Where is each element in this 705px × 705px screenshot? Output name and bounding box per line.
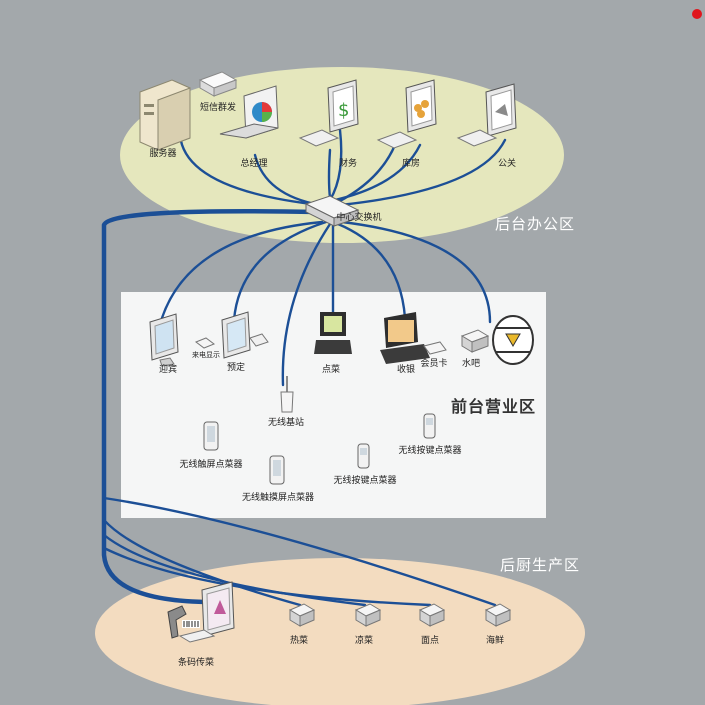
barcode-scanner-icon bbox=[167, 605, 187, 639]
pr-monitor-icon bbox=[456, 83, 517, 147]
key-terminal-label-2: 无线按键点菜器 bbox=[398, 446, 462, 456]
base-station-label: 无线基站 bbox=[267, 418, 305, 428]
bar-printer-icon bbox=[460, 329, 490, 353]
cold-dish-label: 凉菜 bbox=[354, 636, 374, 646]
kitchen-monitor-icon bbox=[178, 581, 235, 643]
wine-barrel-icon bbox=[492, 315, 534, 365]
network-cables bbox=[101, 128, 507, 607]
seafood-label: 海鲜 bbox=[485, 636, 505, 646]
server-label: 服务器 bbox=[149, 149, 177, 159]
pastry-label: 面点 bbox=[420, 636, 440, 646]
kitchen-zone-title: 后厨生产区 bbox=[500, 556, 581, 574]
hot-dish-printer-icon bbox=[288, 603, 316, 627]
finance-label: 财务 bbox=[338, 159, 358, 169]
touch-terminal-label-2: 无线触摸屏点菜器 bbox=[241, 493, 315, 503]
greeting-monitor-icon bbox=[149, 313, 179, 367]
key-terminal-label: 无线按键点菜器 bbox=[333, 476, 397, 486]
member-card-reader-icon bbox=[423, 341, 447, 355]
key-terminal-icon-2 bbox=[423, 413, 436, 439]
hot-dish-label: 热菜 bbox=[289, 636, 309, 646]
warehouse-monitor-icon bbox=[376, 79, 437, 149]
cold-dish-printer-icon bbox=[354, 603, 382, 627]
reservation-label: 预定 bbox=[226, 363, 246, 373]
finance-monitor-icon: $ bbox=[298, 79, 359, 147]
server-icon bbox=[139, 79, 191, 151]
touch-terminal-icon bbox=[203, 421, 219, 451]
pastry-printer-icon bbox=[418, 603, 446, 627]
cashier-pos-icon bbox=[380, 312, 430, 364]
order-pos-icon bbox=[314, 312, 352, 354]
touch-terminal-icon-2 bbox=[269, 455, 285, 485]
sms-label: 短信群发 bbox=[199, 103, 237, 113]
greeting-label: 迎宾 bbox=[158, 365, 178, 375]
warehouse-label: 库房 bbox=[401, 159, 421, 169]
front-zone-title: 前台营业区 bbox=[451, 397, 537, 416]
caller-id-icon bbox=[194, 337, 216, 349]
barcode-label: 条码传菜 bbox=[177, 658, 215, 668]
sms-gateway-icon bbox=[198, 71, 238, 97]
reservation-monitor-icon bbox=[221, 311, 269, 359]
office-zone-title: 后台办公区 bbox=[495, 215, 576, 233]
wireless-base-station-icon bbox=[280, 376, 294, 413]
cashier-label: 收银 bbox=[396, 365, 416, 375]
seafood-printer-icon bbox=[484, 603, 512, 627]
kitchen-zone bbox=[95, 558, 585, 705]
svg-text:$: $ bbox=[338, 100, 349, 121]
status-dot bbox=[692, 9, 702, 19]
laptop-icon bbox=[219, 85, 279, 139]
caller-id-label: 来电显示 bbox=[192, 351, 220, 359]
key-terminal-icon bbox=[357, 443, 370, 469]
switch-label: 中心交换机 bbox=[336, 213, 382, 223]
barcode-label-icon bbox=[182, 620, 200, 628]
touch-terminal-label: 无线触屏点菜器 bbox=[179, 460, 243, 470]
member-card-label: 会员卡 bbox=[420, 359, 448, 369]
manager-label: 总经理 bbox=[240, 159, 268, 169]
pr-label: 公关 bbox=[497, 159, 517, 169]
bar-label: 水吧 bbox=[461, 359, 481, 369]
order-label: 点菜 bbox=[321, 365, 341, 375]
central-switch-icon bbox=[304, 195, 360, 227]
